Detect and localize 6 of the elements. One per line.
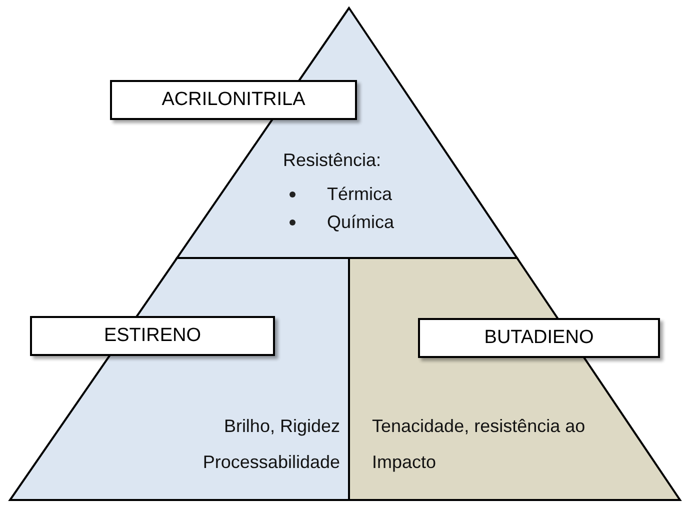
component-label: ACRILONITRILA [110,80,357,120]
property-text: Brilho, Rigidez Processabilidade [202,415,340,474]
property-text: Tenacidade, resistência ao Impacto [372,415,586,474]
list-item: Química [327,211,394,234]
property-text: Resistência: [283,149,382,172]
list-item: Térmica [327,183,392,206]
